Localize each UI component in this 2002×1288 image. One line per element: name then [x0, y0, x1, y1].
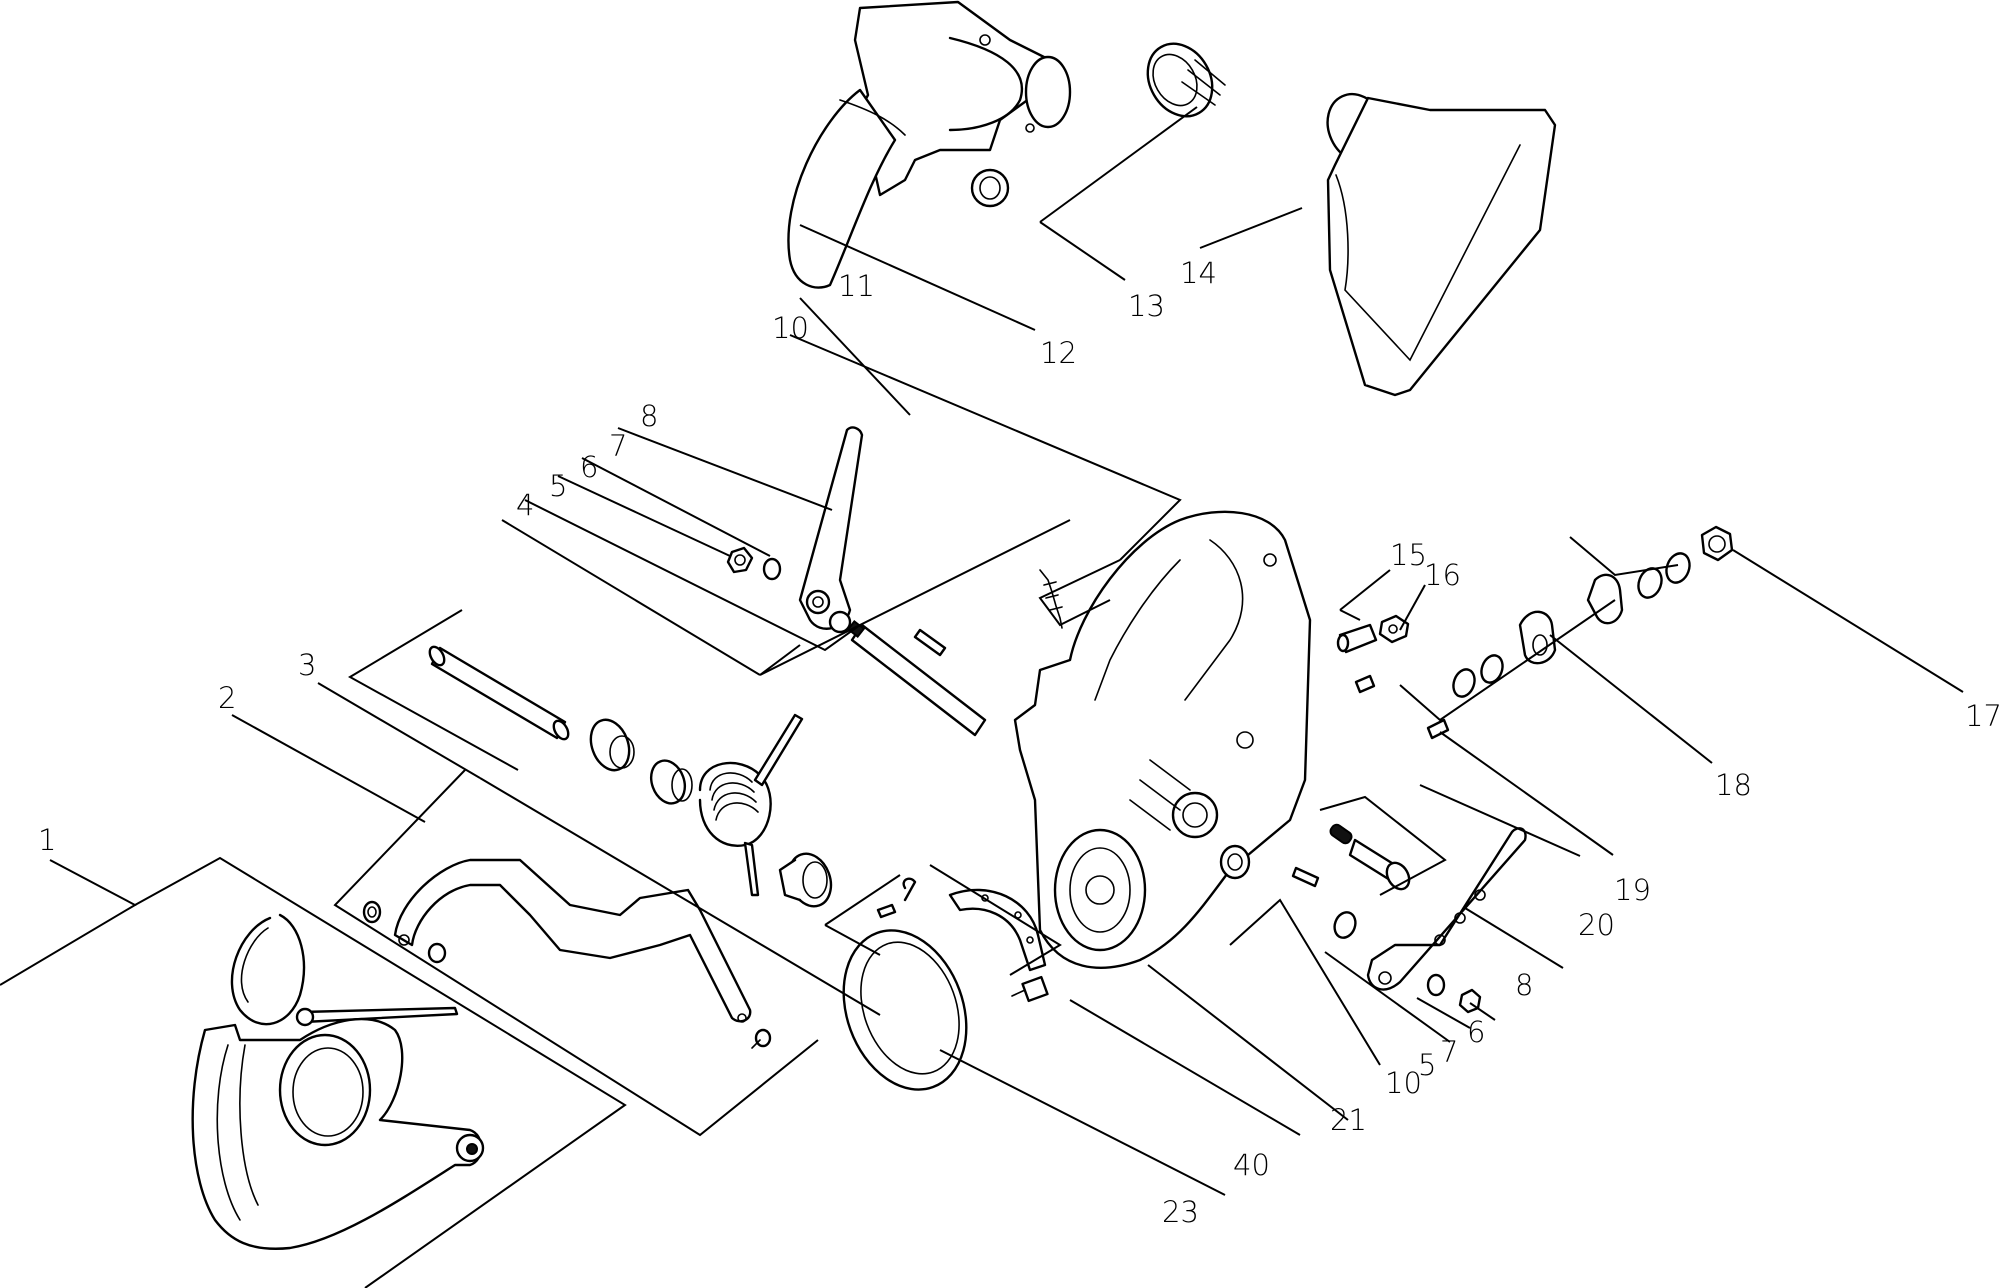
- part-index-ring: [842, 929, 968, 1091]
- part-bolt-19: [1426, 718, 1450, 740]
- part-bolt-rod: [751, 1028, 772, 1049]
- part-shift-rod: [393, 858, 752, 1023]
- callout-labels: 1 2 3 4 5 6 7 8 10 11 12 13 14 15 16 17 …: [38, 256, 2002, 1229]
- callout-1: 1: [38, 823, 56, 857]
- part-washer-upper: [828, 610, 852, 634]
- part-spring-plunger-20: [1329, 823, 1411, 891]
- callout-19: 19: [1614, 873, 1651, 907]
- callout-10: 10: [772, 311, 809, 345]
- part-lever-lower: [1366, 827, 1527, 991]
- part-retaining-ring: [230, 913, 306, 1026]
- callout-10-lower: 10: [1385, 1066, 1422, 1100]
- part-bushing-flange: [589, 718, 635, 772]
- callout-7-lower: 7: [1440, 1035, 1458, 1069]
- callout-17: 17: [1965, 699, 2002, 733]
- part-torsion-spring: [698, 713, 804, 897]
- part-clip-40: [1011, 975, 1049, 1003]
- part-bearing: [778, 852, 833, 908]
- callout-5-lower: 5: [1418, 1048, 1436, 1082]
- callout-21: 21: [1330, 1103, 1367, 1137]
- part-gear-housing: [1013, 510, 1312, 969]
- part-washer-lower-7: [1426, 973, 1446, 997]
- part-washer-18b: [1480, 654, 1504, 684]
- callout-6-lower: 6: [1467, 1015, 1485, 1049]
- part-main-shaft: [428, 645, 570, 741]
- part-washer-18a: [1452, 668, 1476, 698]
- callout-6: 6: [580, 450, 598, 484]
- callout-20: 20: [1578, 908, 1615, 942]
- part-pin-small: [913, 628, 947, 657]
- part-nut-upper: [726, 546, 754, 574]
- part-pin-15: [1336, 623, 1378, 654]
- part-nut-17: [1700, 525, 1734, 562]
- callout-7: 7: [609, 429, 627, 463]
- callout-3: 3: [298, 648, 316, 682]
- callout-40: 40: [1233, 1148, 1270, 1182]
- part-blade-guard: [191, 1017, 485, 1250]
- part-bolt-small: [1354, 674, 1376, 694]
- part-hook-small: [876, 877, 917, 919]
- part-pin-lower-10: [1291, 866, 1320, 888]
- callout-2: 2: [218, 681, 236, 715]
- callout-8: 8: [640, 399, 658, 433]
- part-spring-small: [1039, 569, 1063, 629]
- callout-23: 23: [1162, 1195, 1199, 1229]
- part-cam-plate: [1518, 610, 1557, 665]
- part-scale-plate: [948, 888, 1047, 972]
- part-nut-rod: [427, 942, 447, 964]
- callout-14: 14: [1180, 256, 1217, 290]
- callout-16: 16: [1424, 558, 1461, 592]
- callout-15: 15: [1390, 538, 1427, 572]
- leader-lines: [0, 106, 1964, 1288]
- part-chute-deflector: [787, 88, 906, 289]
- callout-13: 13: [1128, 289, 1165, 323]
- part-chute-spout: [1326, 92, 1557, 397]
- part-chute-ring: [1146, 42, 1226, 118]
- part-washer-rod: [362, 900, 382, 924]
- callout-5: 5: [549, 469, 567, 503]
- callout-12: 12: [1040, 336, 1077, 370]
- callout-11: 11: [838, 269, 875, 303]
- part-washer-lower-10: [1333, 911, 1357, 939]
- part-cam-lock: [1586, 573, 1624, 625]
- part-bushing: [649, 759, 693, 805]
- part-lever-upper: [798, 426, 864, 630]
- part-guard-rod: [295, 1006, 459, 1027]
- part-housing-washer: [1219, 844, 1251, 880]
- part-chute-elbow: [853, 0, 1072, 208]
- part-washer-18d: [1665, 552, 1691, 584]
- callout-4: 4: [516, 488, 534, 522]
- callout-18: 18: [1715, 768, 1752, 802]
- callout-8-lower: 8: [1515, 968, 1533, 1002]
- part-washer-small-upper: [762, 557, 782, 581]
- part-nut-16: [1378, 614, 1410, 644]
